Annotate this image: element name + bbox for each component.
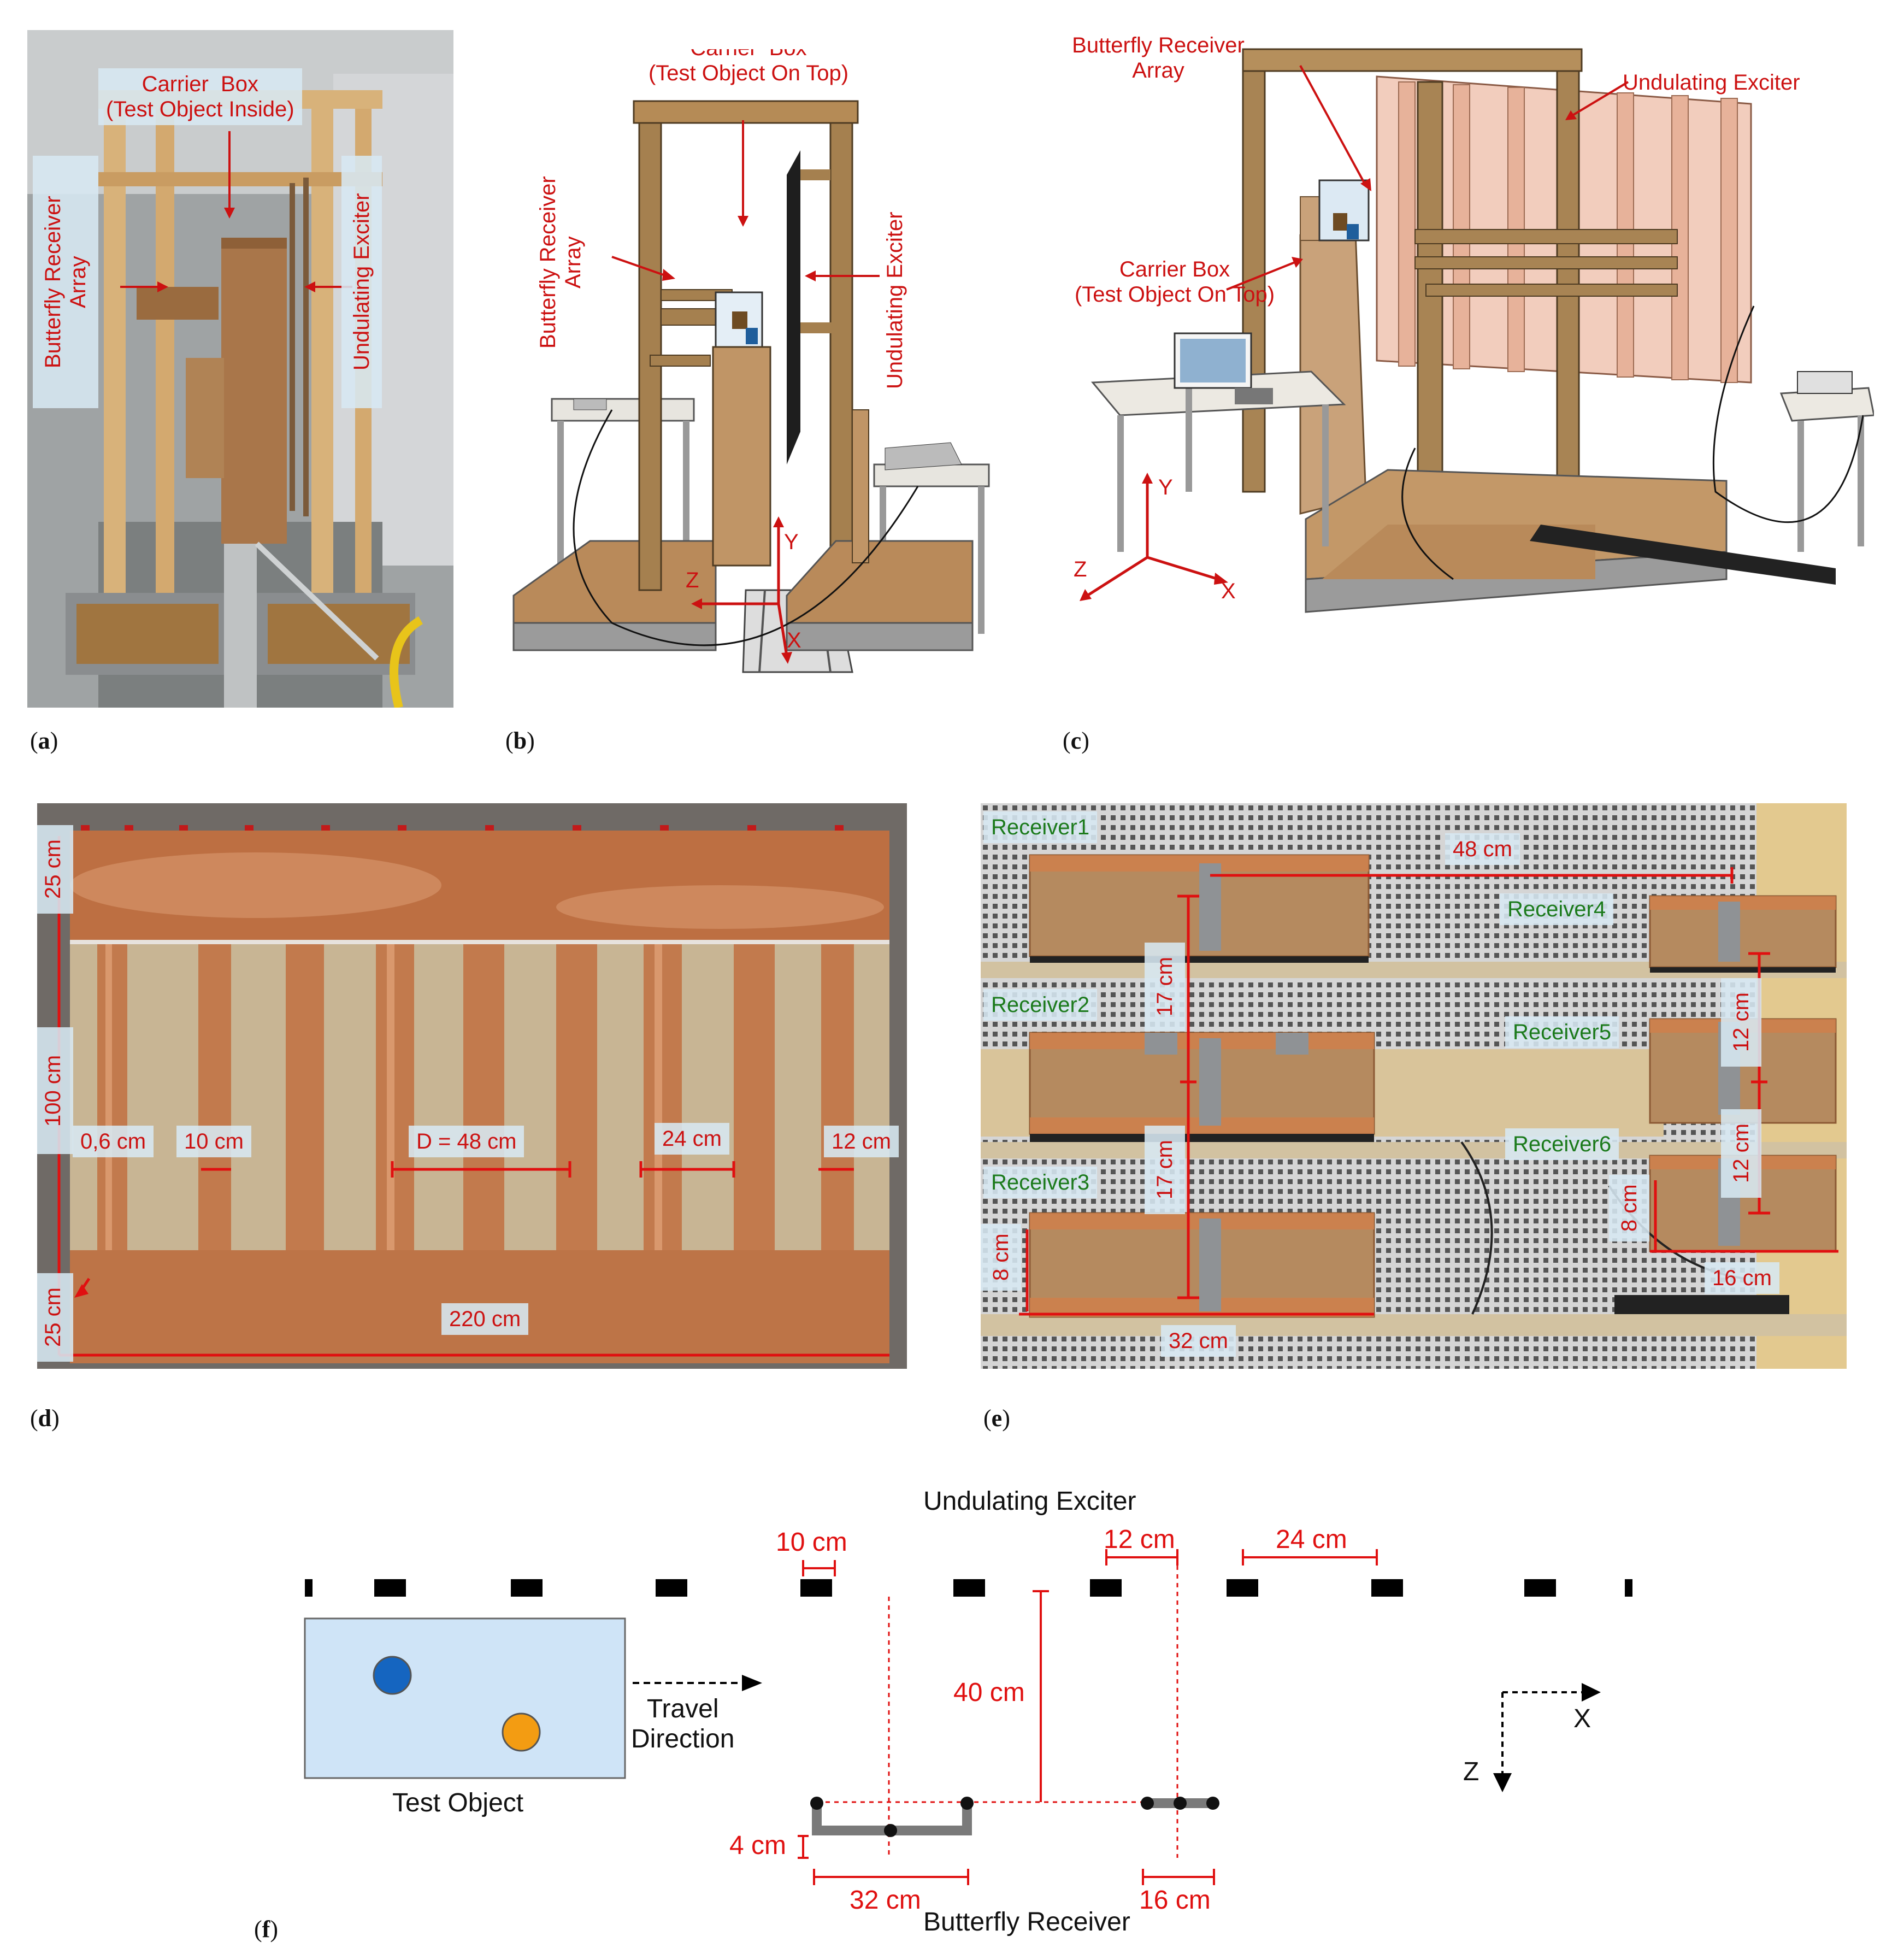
panel-f-schematic: Undulating Exciter 10 cm 12 cm 24 cm 40 … xyxy=(0,1464,1904,1954)
panel-a-receiver-array-tag: Butterfly Receiver Array xyxy=(33,156,98,408)
receiver-label-1: Receiver1 xyxy=(983,811,1098,843)
panel-c-receiver-array-callout: Butterfly Receiver Array xyxy=(1072,33,1245,83)
panel-a-exciter-tag: Undulating Exciter xyxy=(341,156,382,408)
panel-f-dim-40: 40 cm xyxy=(953,1678,1025,1707)
receiver-label-5: Receiver5 xyxy=(1505,1016,1619,1048)
panel-f-dim-16: 16 cm xyxy=(1139,1886,1211,1915)
panel-e-dim-8b: 8 cm xyxy=(1609,1175,1649,1241)
panel-e-photo: Receiver1 Receiver2 Receiver3 Receiver4 … xyxy=(981,803,1847,1369)
panel-b-exciter-callout: Undulating Exciter xyxy=(883,211,907,390)
panel-d-dim-strip12: 12 cm xyxy=(824,1126,899,1157)
panel-d-dim-d48: D = 48 cm xyxy=(409,1126,524,1157)
panel-c-axis-y: Y xyxy=(1158,475,1173,499)
receiver-label-6: Receiver6 xyxy=(1505,1128,1619,1160)
panel-d-dim-strip24: 24 cm xyxy=(655,1123,729,1155)
panel-b-axis-y: Y xyxy=(784,530,799,554)
panel-f-dim-24: 24 cm xyxy=(1276,1525,1347,1554)
panel-f-label: (f) xyxy=(254,1916,278,1943)
panel-d-label: (d) xyxy=(30,1405,60,1432)
panel-e-dim-16: 16 cm xyxy=(1705,1262,1779,1294)
receiver-label-4: Receiver4 xyxy=(1500,893,1614,925)
panel-a-carrier-box-tag: Carrier Box (Test Object Inside) xyxy=(98,68,302,125)
panel-d-dim-top: 25 cm xyxy=(37,825,73,914)
panel-f-exciter-title: Undulating Exciter xyxy=(923,1487,1136,1516)
panel-b-axis-x: X xyxy=(787,628,801,652)
receiver-label-2: Receiver2 xyxy=(983,989,1098,1021)
panel-b-carrier-box-callout: Carrier Box (Test Object On Top) xyxy=(648,49,849,85)
panel-e-label: (e) xyxy=(983,1405,1010,1432)
panel-c-axis-z: Z xyxy=(1074,557,1087,581)
panel-f-dim-12: 12 cm xyxy=(1104,1525,1175,1554)
panel-d-dim-strip10: 10 cm xyxy=(176,1126,251,1157)
panel-e-dim-32: 32 cm xyxy=(1161,1325,1236,1357)
panel-f-axis-x: X xyxy=(1573,1704,1591,1733)
panel-c-render: Butterfly Receiver Array Undulating Exci… xyxy=(1071,33,1874,667)
panel-f-test-object: Test Object xyxy=(392,1788,524,1817)
panel-c-label: (c) xyxy=(1063,727,1089,754)
panel-e-dim-12b: 12 cm xyxy=(1721,1109,1761,1198)
panel-b-receiver-array-callout: Butterfly Receiver Array xyxy=(536,176,585,349)
panel-a-label: (a) xyxy=(30,727,58,754)
panel-d-dim-gap: 0,6 cm xyxy=(73,1126,154,1157)
panel-b-render: Carrier Box (Test Object On Top) Butterf… xyxy=(503,49,1016,683)
panel-b-label: (b) xyxy=(505,727,535,754)
panel-e-dim-17a: 17 cm xyxy=(1145,943,1185,1031)
panel-e-dim-12a: 12 cm xyxy=(1721,978,1761,1067)
panel-c-axis-x: X xyxy=(1221,579,1236,603)
panel-f-dim-4: 4 cm xyxy=(729,1831,787,1860)
receiver-label-3: Receiver3 xyxy=(983,1167,1098,1198)
panel-b-axis-z: Z xyxy=(686,568,699,592)
panel-d-dim-bot: 25 cm xyxy=(37,1273,73,1362)
panel-f-dim-32: 32 cm xyxy=(850,1886,921,1915)
panel-c-exciter-callout: Undulating Exciter xyxy=(1623,70,1800,95)
panel-d-dim-mid: 100 cm xyxy=(37,1027,73,1154)
panel-e-dim-17b: 17 cm xyxy=(1145,1126,1185,1214)
panel-d-photo: 25 cm 100 cm 25 cm 0,6 cm 10 cm D = 48 c… xyxy=(37,803,907,1369)
panel-a-photo: Carrier Box (Test Object Inside) Butterf… xyxy=(27,30,453,708)
panel-e-dim-8a: 8 cm xyxy=(981,1224,1021,1291)
panel-d-dim-width: 220 cm xyxy=(441,1303,529,1335)
panel-f-axis-z: Z xyxy=(1463,1757,1479,1786)
panel-f-receiver-label: Butterfly Receiver xyxy=(923,1908,1130,1937)
panel-f-dim-10: 10 cm xyxy=(776,1528,847,1557)
panel-f-travel-direction: Travel Direction xyxy=(631,1694,735,1754)
panel-e-dim-48: 48 cm xyxy=(1445,833,1520,865)
panel-c-carrier-box-callout: Carrier Box (Test Object On Top) xyxy=(1074,257,1275,307)
